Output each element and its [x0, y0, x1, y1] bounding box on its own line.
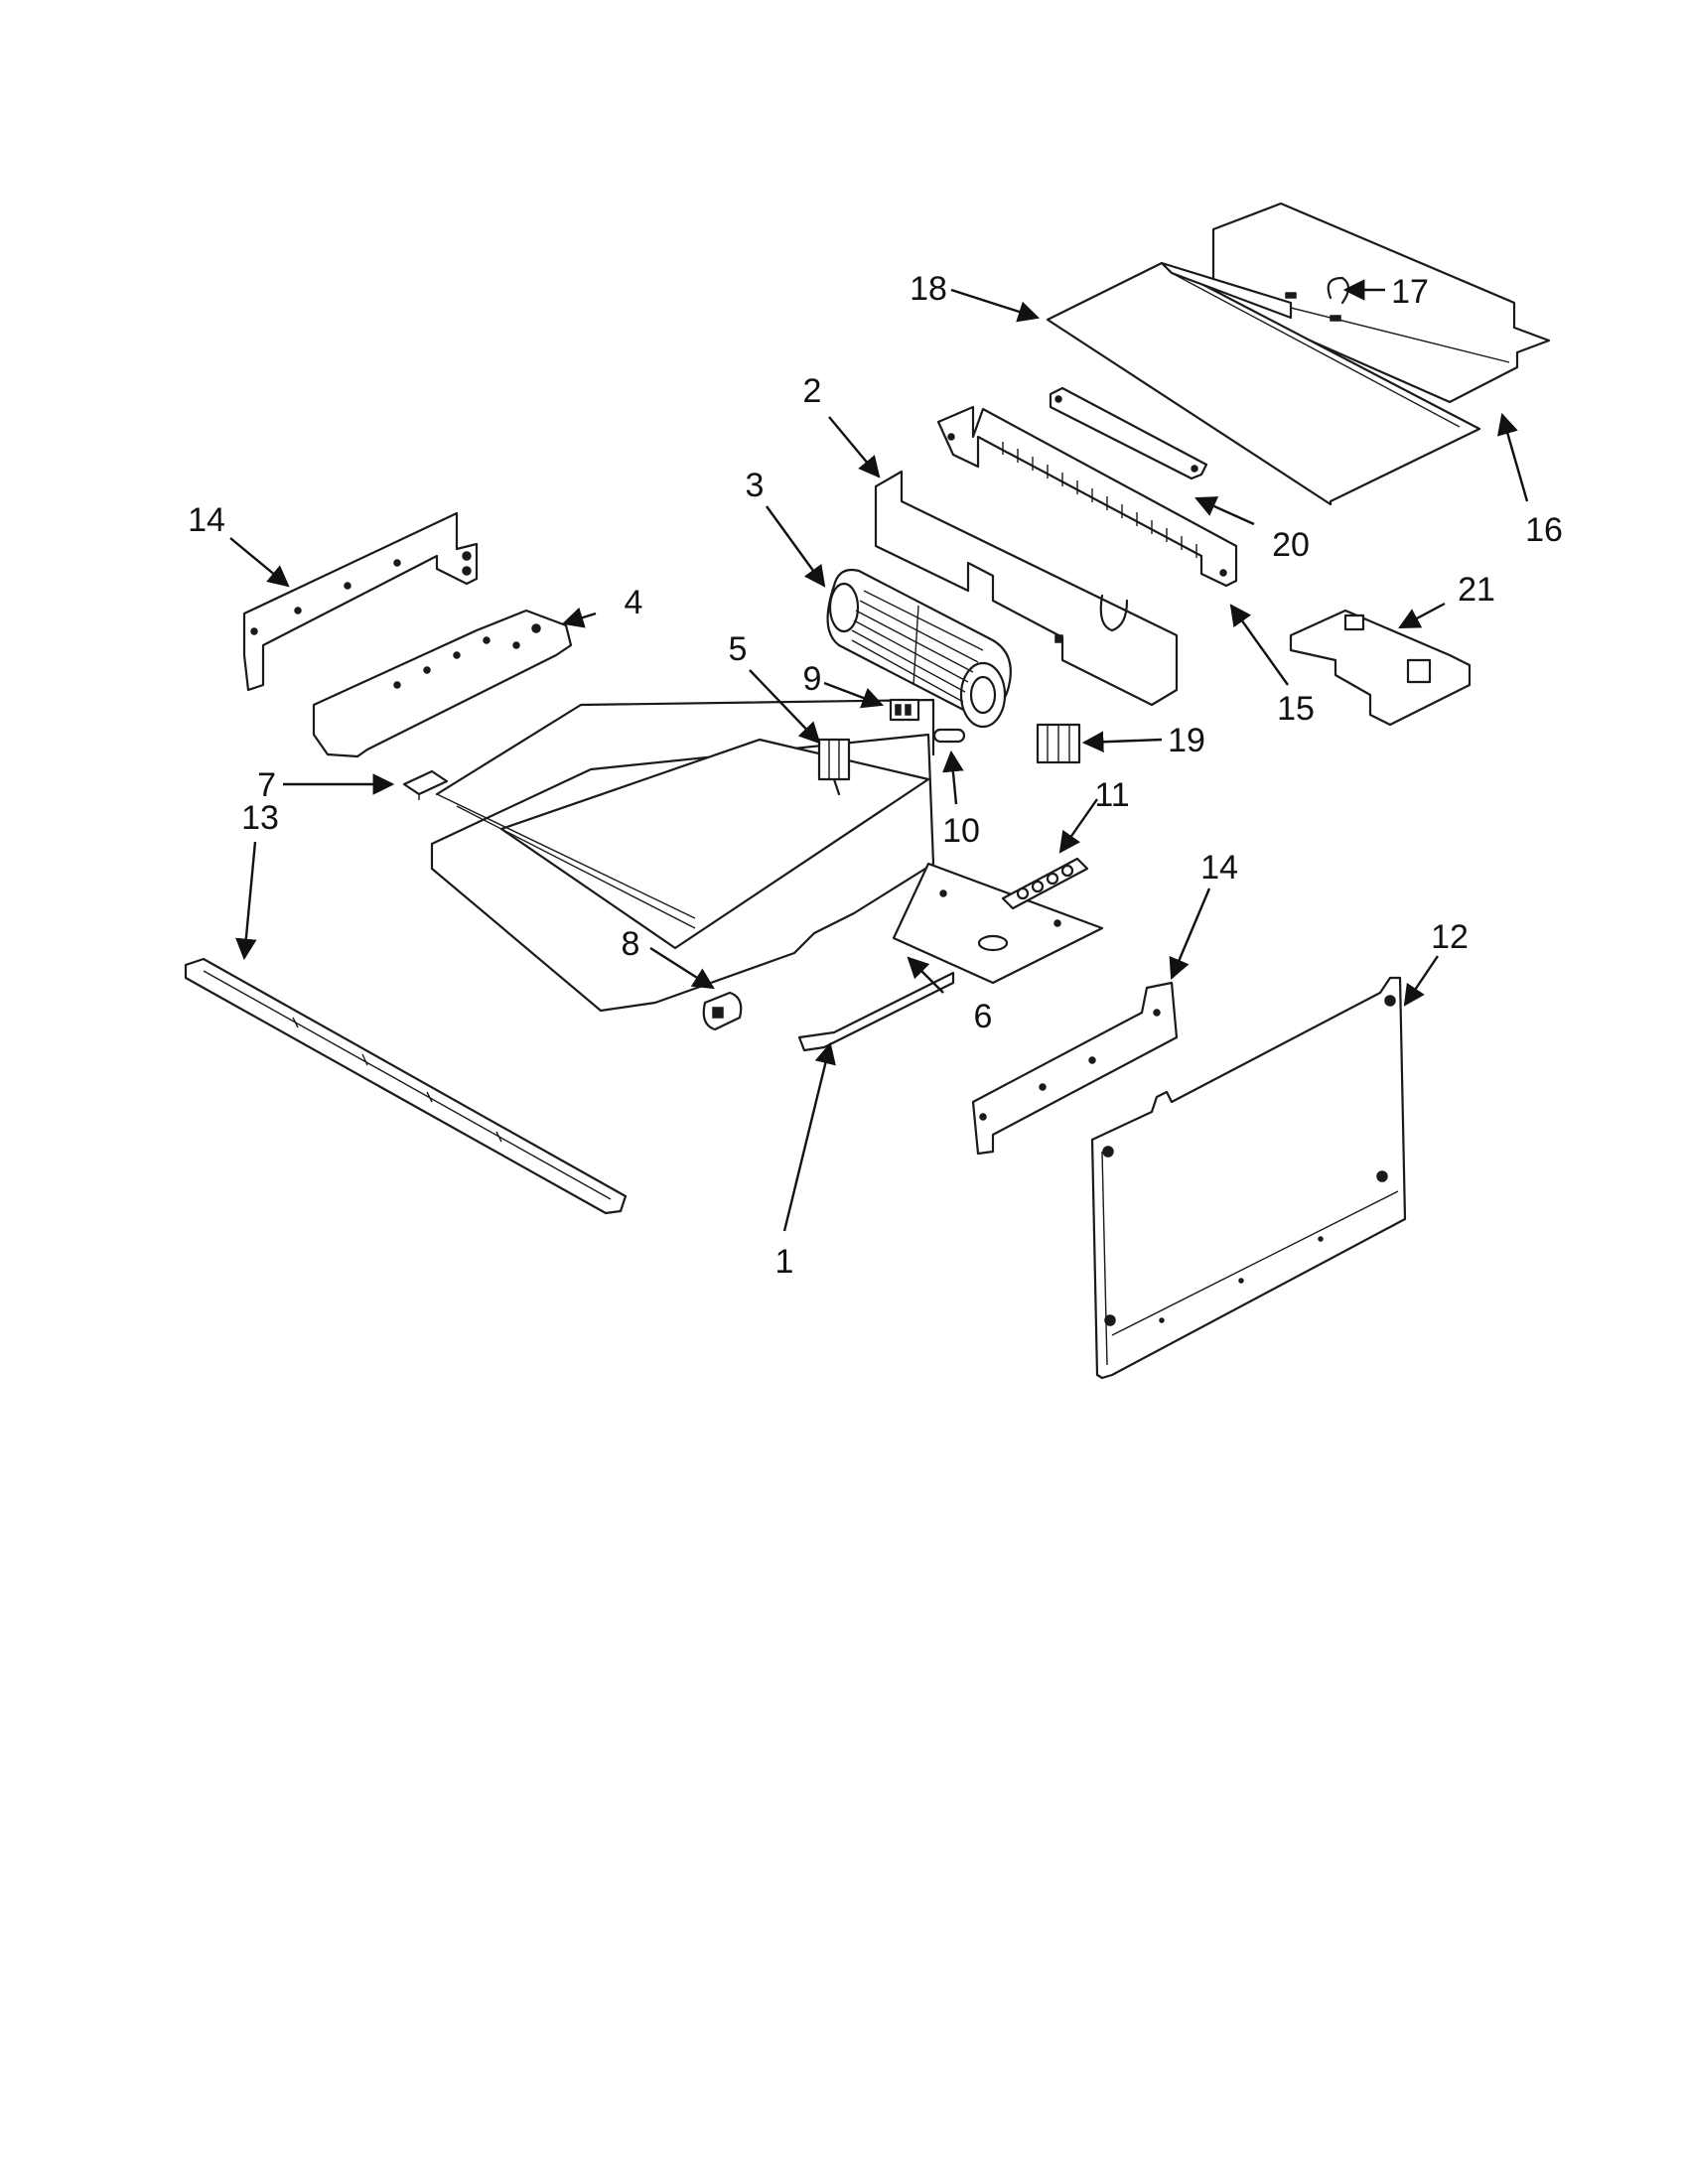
leader-18	[950, 288, 1041, 323]
part-20-strip	[1049, 386, 1208, 480]
part-14-side-bracket-right	[971, 981, 1179, 1156]
leader-10	[942, 750, 964, 805]
leader-9	[823, 681, 885, 709]
callout-15: 15	[1277, 690, 1315, 728]
leader-11	[1058, 798, 1098, 854]
callout-17: 17	[1391, 273, 1429, 311]
leader-19	[1081, 731, 1163, 753]
callout-13: 13	[241, 799, 279, 837]
leader-14b	[1169, 887, 1211, 980]
part-5-switch	[817, 738, 851, 796]
part-19-terminal-block	[1036, 723, 1081, 764]
leader-1	[782, 1041, 836, 1232]
leader-lines	[229, 279, 1529, 1232]
callout-10: 10	[942, 812, 980, 850]
part-4-mounting-plate	[312, 609, 573, 758]
callout-8: 8	[622, 925, 640, 963]
callout-19: 19	[1168, 722, 1205, 759]
part-14-side-bracket-left	[242, 511, 479, 692]
callout-5: 5	[729, 630, 748, 668]
callout-7: 7	[257, 766, 276, 804]
leader-8	[649, 946, 715, 990]
leader-2	[828, 416, 881, 478]
callout-9: 9	[803, 660, 822, 698]
callout-6: 6	[974, 998, 993, 1035]
leader-20	[1194, 496, 1255, 526]
callout-14-right: 14	[1200, 849, 1238, 887]
part-12-side-panel	[1090, 976, 1407, 1380]
callout-21: 21	[1458, 571, 1495, 609]
part-18-top-panel	[1046, 261, 1481, 506]
part-8-bracket	[702, 991, 743, 1031]
leader-12	[1403, 955, 1439, 1007]
callout-20: 20	[1272, 526, 1310, 564]
callout-2: 2	[803, 372, 822, 410]
part-13-front-trim	[184, 957, 628, 1215]
leader-15	[1229, 604, 1289, 686]
callout-12: 12	[1431, 918, 1469, 956]
callout-labels: 1 2 3 4 5 6 7 8 9 10 11 12 13 14 14 15 1…	[188, 270, 1563, 1281]
callout-18: 18	[910, 270, 947, 308]
part-21-bracket	[1289, 609, 1472, 727]
leader-4	[561, 607, 597, 628]
callout-16: 16	[1525, 511, 1563, 549]
part-10-fuse	[932, 728, 966, 744]
part-2-blower-bracket	[874, 470, 1179, 707]
callout-4: 4	[625, 584, 643, 621]
callout-11: 11	[1094, 776, 1129, 814]
part-15-rear-bracket	[936, 405, 1238, 588]
leader-16	[1496, 412, 1529, 502]
callout-1: 1	[775, 1243, 794, 1281]
leader-6	[907, 956, 944, 994]
leader-5	[749, 669, 821, 745]
part-1-base-tray	[430, 698, 1104, 1052]
callout-14-left: 14	[188, 501, 225, 539]
part-7-clip	[402, 769, 449, 800]
leader-21	[1398, 602, 1446, 629]
leader-13	[235, 841, 257, 961]
part-3-blower-motor	[826, 568, 1012, 729]
leader-3	[766, 505, 826, 588]
leader-14a	[229, 537, 290, 588]
part-11-connector	[1001, 857, 1089, 910]
part-9-terminal	[889, 698, 920, 722]
callout-3: 3	[746, 467, 765, 504]
